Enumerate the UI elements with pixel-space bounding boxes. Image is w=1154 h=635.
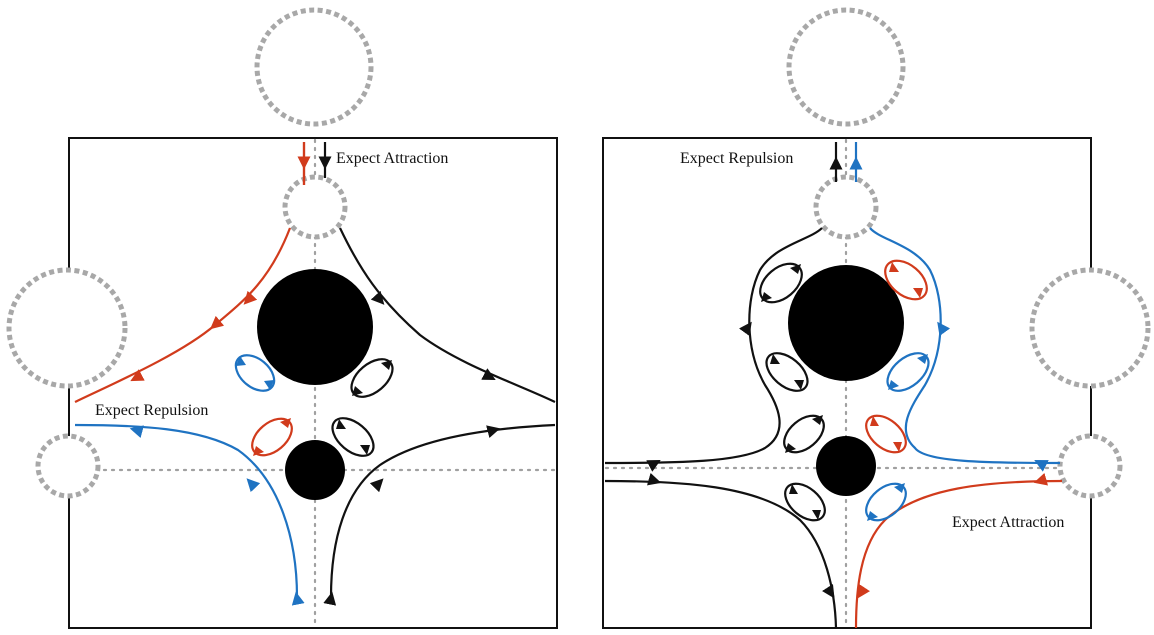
left-image-cylinder-left-large	[6, 267, 128, 389]
right-image-cylinder-right-large	[1029, 267, 1151, 389]
left-streamline-black-lower-right-arrows	[323, 425, 501, 606]
right-vortex-black-bottom-left	[784, 482, 826, 522]
right-streamline-black-lower-left-arrows	[646, 472, 835, 599]
right-streamline-red-lower-right-arrows	[857, 472, 1049, 599]
left-streamline-black-upper-right	[339, 227, 556, 403]
left-streamline-blue-lower-left	[74, 423, 299, 598]
left-vortex-blue	[234, 354, 276, 392]
right-vortex-black-mid-left	[765, 352, 809, 392]
right-small-cylinder	[816, 436, 876, 496]
left-vortex-red	[251, 417, 293, 457]
left-vortex-blue-arrow-1	[236, 356, 246, 366]
right-image-cylinder-right-small	[1057, 433, 1123, 499]
right-vortex-black-upper-left	[759, 262, 803, 304]
right-vortex-red-upper-right	[884, 259, 928, 301]
right-image-cylinder-top-small	[813, 174, 879, 240]
right-streamline-red-lower-right	[854, 479, 1063, 629]
right-image-cylinder-top-large	[786, 7, 906, 127]
right-label-attraction: Expect Attraction	[952, 514, 1064, 531]
left-label-attraction: Expect Attraction	[336, 150, 448, 167]
left-large-cylinder	[257, 269, 373, 385]
right-label-repulsion: Expect Repulsion	[680, 150, 793, 167]
left-small-cylinder	[285, 440, 345, 500]
left-streamline-black-upper-right-arrows	[370, 290, 496, 381]
right-streamline-black-lower-left	[604, 479, 838, 629]
left-streamline-blue-lower-left-arrows	[129, 425, 305, 606]
left-label-repulsion: Expect Repulsion	[95, 402, 208, 419]
left-vortex-black-upper	[350, 358, 394, 398]
left-image-cylinder-left-small	[35, 433, 101, 499]
right-vortex-blue-mid-right	[886, 352, 930, 392]
right-vortex-red-lower-right	[865, 414, 907, 454]
right-vortex-black-lower-left	[783, 414, 825, 454]
left-panel: Expect Attraction Expect Repulsion	[6, 7, 558, 629]
right-panel: Expect Repulsion Expect Attraction	[602, 7, 1151, 629]
left-image-cylinder-top-small	[282, 174, 348, 240]
left-vortex-blue-arrow-2	[264, 380, 274, 390]
left-vortex-black-lower	[331, 417, 375, 457]
right-vortex-blue-bottom-right	[865, 482, 907, 522]
right-large-cylinder	[788, 265, 904, 381]
left-image-cylinder-top-large	[254, 7, 374, 127]
